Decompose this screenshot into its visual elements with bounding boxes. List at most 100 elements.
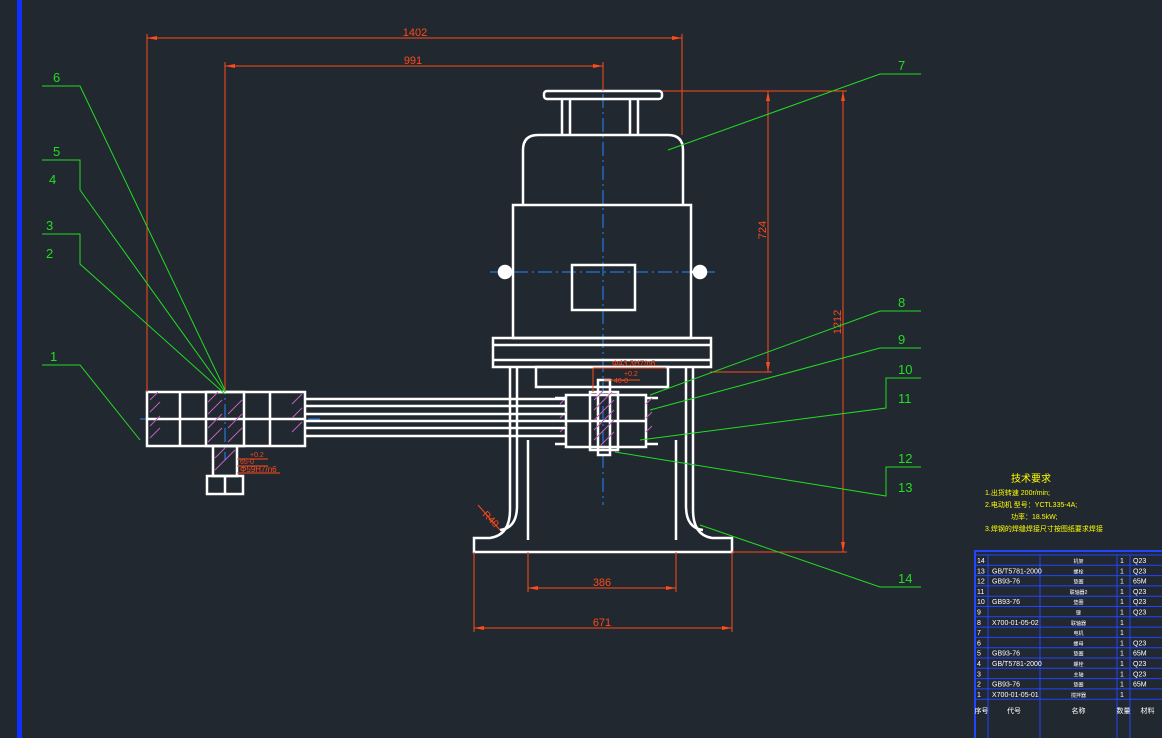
bom-cell-code: X700-01-05-01 <box>992 692 1039 699</box>
bom-cell-mat: Q23 <box>1133 610 1146 617</box>
part-label-12: 12 <box>898 451 912 466</box>
part-labels: 1 2 3 4 5 6 7 8 9 10 11 12 13 14 <box>46 58 912 586</box>
bom-cell-no: 4 <box>977 661 981 668</box>
bom-cell-code: GB93-76 <box>992 682 1020 689</box>
bom-cell-qty: 1 <box>1120 640 1124 647</box>
bom-cell-qty: 1 <box>1120 610 1124 617</box>
bom-cell-name: 螺栓 <box>1073 568 1083 575</box>
part-label-7: 7 <box>898 58 905 73</box>
bom-cell-no: 5 <box>977 651 981 658</box>
fit-left-1: +0.2 <box>250 452 264 459</box>
bom-cell-mat: Q23 <box>1133 671 1146 678</box>
frame-left-edge <box>17 0 22 738</box>
bom-cell-qty: 1 <box>1120 620 1124 627</box>
part-label-10: 10 <box>898 362 912 377</box>
dimension-lines <box>146 34 847 632</box>
bom-cell-qty: 1 <box>1120 651 1124 658</box>
part-label-11: 11 <box>898 391 912 406</box>
bom-cell-mat: 65M <box>1133 579 1147 586</box>
bom-cell-name: 搅拌器 <box>1071 692 1086 699</box>
bom-cell-code: GB/T5781-2000 <box>992 661 1042 668</box>
bom-cell-no: 2 <box>977 682 981 689</box>
tech-note-line: 1.出货转速 200r/min; <box>985 490 1050 497</box>
bom-cell-qty: 1 <box>1120 599 1124 606</box>
bom-cell-qty: 1 <box>1120 661 1124 668</box>
bom-cell-qty: 1 <box>1120 692 1124 699</box>
coupling-hatch <box>559 389 653 447</box>
bom-cell-qty: 1 <box>1120 630 1124 637</box>
bom-header-code: 代号 <box>1007 706 1021 715</box>
part-label-9: 9 <box>898 332 905 347</box>
bom-cell-no: 3 <box>977 671 981 678</box>
fit-left-3: Φ59H7/n6 <box>240 465 277 474</box>
part-label-14: 14 <box>898 571 912 586</box>
bom-cell-name: 垫圈 <box>1073 579 1083 586</box>
part-label-1: 1 <box>50 349 57 364</box>
leader-lines <box>42 73 921 588</box>
bom-cell-code: GB93-76 <box>992 599 1020 606</box>
bom-cell-qty: 1 <box>1120 671 1124 678</box>
dim-base-outer: 671 <box>593 617 611 629</box>
bom-grid <box>974 554 1162 738</box>
bom-cell-no: 6 <box>977 640 981 647</box>
bom-cell-name: 键 <box>1076 610 1081 617</box>
part-label-13: 13 <box>898 480 912 495</box>
bom-cell-name: 主轴 <box>1073 671 1083 678</box>
bom-cell-name: 垫圈 <box>1073 599 1083 606</box>
bom-cell-qty: 1 <box>1120 682 1124 689</box>
bom-cell-code: GB93-76 <box>992 579 1020 586</box>
tech-note-line: 功率：18.5kW; <box>1011 514 1058 521</box>
bom-cell-name: 机架 <box>1073 558 1083 565</box>
tech-notes-title: 技术要求 <box>1011 474 1051 485</box>
fit-left-2: 65-0 <box>240 459 254 466</box>
bom-cell-mat: 65M <box>1133 682 1147 689</box>
bom-header-mat: 材料 <box>1141 706 1155 715</box>
bom-cell-no: 11 <box>977 589 984 596</box>
bom-cell-mat: Q23 <box>1133 589 1146 596</box>
bom-cell-qty: 1 <box>1120 568 1124 575</box>
tech-note-line: 3.焊钢的焊缝焊接尺寸按图纸要求焊接 <box>985 526 1103 533</box>
part-label-3: 3 <box>46 218 53 233</box>
bom-cell-no: 12 <box>977 579 985 586</box>
bom-cell-qty: 1 <box>1120 579 1124 586</box>
technical-notes: 技术要求 1.出货转速 200r/min; 2.电动机 型号：YCTL335-4… <box>985 470 1103 536</box>
part-label-2: 2 <box>46 246 53 261</box>
fit-top-3: 40-0 <box>614 378 628 385</box>
bom-cell-mat: Q23 <box>1133 558 1146 565</box>
dim-base-inner: 386 <box>593 577 611 589</box>
bom-cell-mat: Q23 <box>1133 599 1146 606</box>
bom-cell-name: 联轴器2 <box>1070 589 1088 596</box>
fit-top-2: +0.2 <box>624 371 638 378</box>
bom-cell-name: 螺母 <box>1073 640 1083 647</box>
bom-cell-no: 13 <box>977 568 985 575</box>
bom-cell-code: GB/T5781-2000 <box>992 568 1042 575</box>
arm <box>305 397 566 438</box>
bom-header-qty: 数量 <box>1117 706 1131 715</box>
bom-cell-code: X700-01-05-02 <box>992 620 1039 627</box>
bom-cell-no: 10 <box>977 599 985 606</box>
bom-cell-no: 1 <box>977 692 981 699</box>
bom-cell-mat: 65M <box>1133 651 1147 658</box>
bom-cell-no: 14 <box>977 558 985 565</box>
motor <box>491 89 713 369</box>
bom-cell-name: 垫圈 <box>1073 682 1083 689</box>
bom-cell-name: 螺栓 <box>1073 661 1083 668</box>
dim-total-height: 1212 <box>832 310 844 334</box>
agitator-hatch <box>149 391 303 471</box>
bom-cell-no: 7 <box>977 630 981 637</box>
agitator-assembly <box>145 390 307 496</box>
dimension-arrows <box>147 36 845 630</box>
dim-inner-width: 991 <box>404 55 422 67</box>
bom-cell-name: 垫圈 <box>1073 651 1083 658</box>
dim-motor-height: 724 <box>757 221 769 239</box>
dim-overall-width: 1402 <box>403 27 427 39</box>
bom-cell-name: 电机 <box>1073 630 1083 637</box>
bom-cell-no: 9 <box>977 610 981 617</box>
bom-cell-code: GB93-76 <box>992 651 1020 658</box>
part-label-5: 5 <box>53 144 60 159</box>
bom-cell-mat: Q23 <box>1133 640 1146 647</box>
bom-cell-qty: 1 <box>1120 558 1124 565</box>
